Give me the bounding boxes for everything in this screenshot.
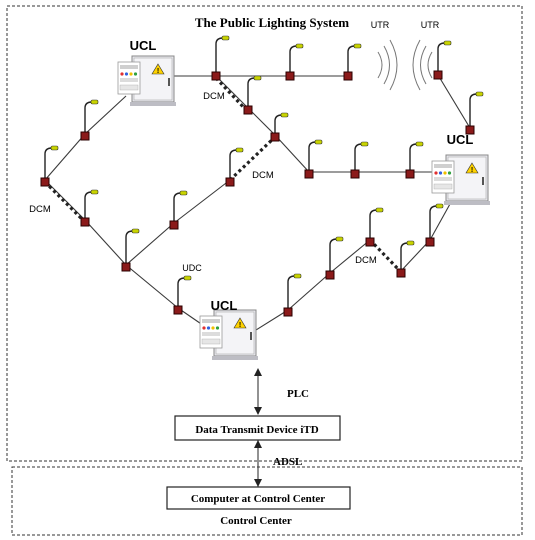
street-lamp [125, 228, 140, 267]
street-lamp [84, 99, 99, 136]
ucl-label-bottom: UCL [211, 298, 238, 313]
udc-label: UDC [182, 263, 202, 273]
itd-box-label: Data Transmit Device iTD [195, 424, 318, 436]
ucl-label-top: UCL [130, 38, 157, 53]
lamp-node [350, 169, 360, 179]
street-lamp [369, 207, 384, 242]
lamp-node [169, 220, 179, 230]
lamp-node [343, 71, 353, 81]
lamp-node [283, 307, 293, 317]
utr-label-right: UTR [421, 20, 440, 30]
street-lamp [287, 273, 302, 312]
lamp-node [243, 105, 253, 115]
dcm-label-top: DCM [203, 91, 225, 102]
street-lamp [177, 275, 192, 310]
lamp-node [80, 131, 90, 141]
lamp-node [365, 237, 375, 247]
street-lamp [44, 145, 59, 182]
lamp-node [425, 237, 435, 247]
street-lamp [437, 40, 452, 75]
utr-label-left: UTR [371, 20, 390, 30]
control-computer-box [166, 486, 351, 510]
lamp-node [173, 305, 183, 315]
street-lamp [429, 203, 444, 242]
system-boundary [6, 5, 523, 462]
itd-box [174, 415, 341, 441]
dcm-label-left: DCM [29, 204, 51, 215]
street-lamp [329, 236, 344, 275]
dcm-label-center: DCM [252, 170, 274, 181]
ucl-cabinet-bottom: ! [199, 309, 258, 360]
control-computer-label: Computer at Control Center [191, 493, 325, 505]
lamp-node [225, 177, 235, 187]
lamp-node [121, 262, 131, 272]
link-arrows [254, 368, 262, 487]
svg-text:!: ! [471, 167, 473, 174]
street-lamp [274, 112, 289, 137]
lamp-node [304, 169, 314, 179]
dcm-label-right: DCM [355, 255, 377, 266]
utr-wave-icons [377, 39, 433, 91]
ucl-cabinet-top: ! [117, 55, 176, 106]
street-lamp [308, 139, 323, 174]
street-lamp [247, 75, 262, 110]
street-lamp [347, 43, 362, 76]
street-lamp [400, 240, 415, 273]
svg-text:!: ! [239, 322, 241, 329]
plc-label: PLC [287, 388, 309, 400]
ucl-cabinet-right: ! [431, 154, 490, 205]
svg-text:!: ! [157, 68, 159, 75]
lamp-node [433, 70, 443, 80]
lamp-node [405, 169, 415, 179]
street-lamp [469, 91, 484, 130]
lamp-node [465, 125, 475, 135]
lamp-node [270, 132, 280, 142]
street-lamp [354, 141, 369, 174]
control-nodes [40, 70, 475, 317]
control-center-label: Control Center [220, 515, 292, 527]
lamp-node [80, 217, 90, 227]
dcm-links [43, 76, 403, 274]
diagram-title: The Public Lighting System [195, 15, 349, 30]
ucl-label-right: UCL [447, 132, 474, 147]
lamp-node [396, 268, 406, 278]
lamp-node [325, 270, 335, 280]
street-lamp [215, 35, 230, 76]
control-center-boundary [11, 466, 523, 536]
street-lamp [409, 141, 424, 174]
lamp-node [211, 71, 221, 81]
street-lamp [289, 43, 304, 76]
lamp-node [285, 71, 295, 81]
street-lamp [173, 190, 188, 225]
street-lamps [44, 35, 484, 312]
lamp-node [40, 177, 50, 187]
street-lamp [84, 189, 99, 222]
adsl-label: ADSL [273, 456, 302, 468]
street-lamp [229, 147, 244, 182]
